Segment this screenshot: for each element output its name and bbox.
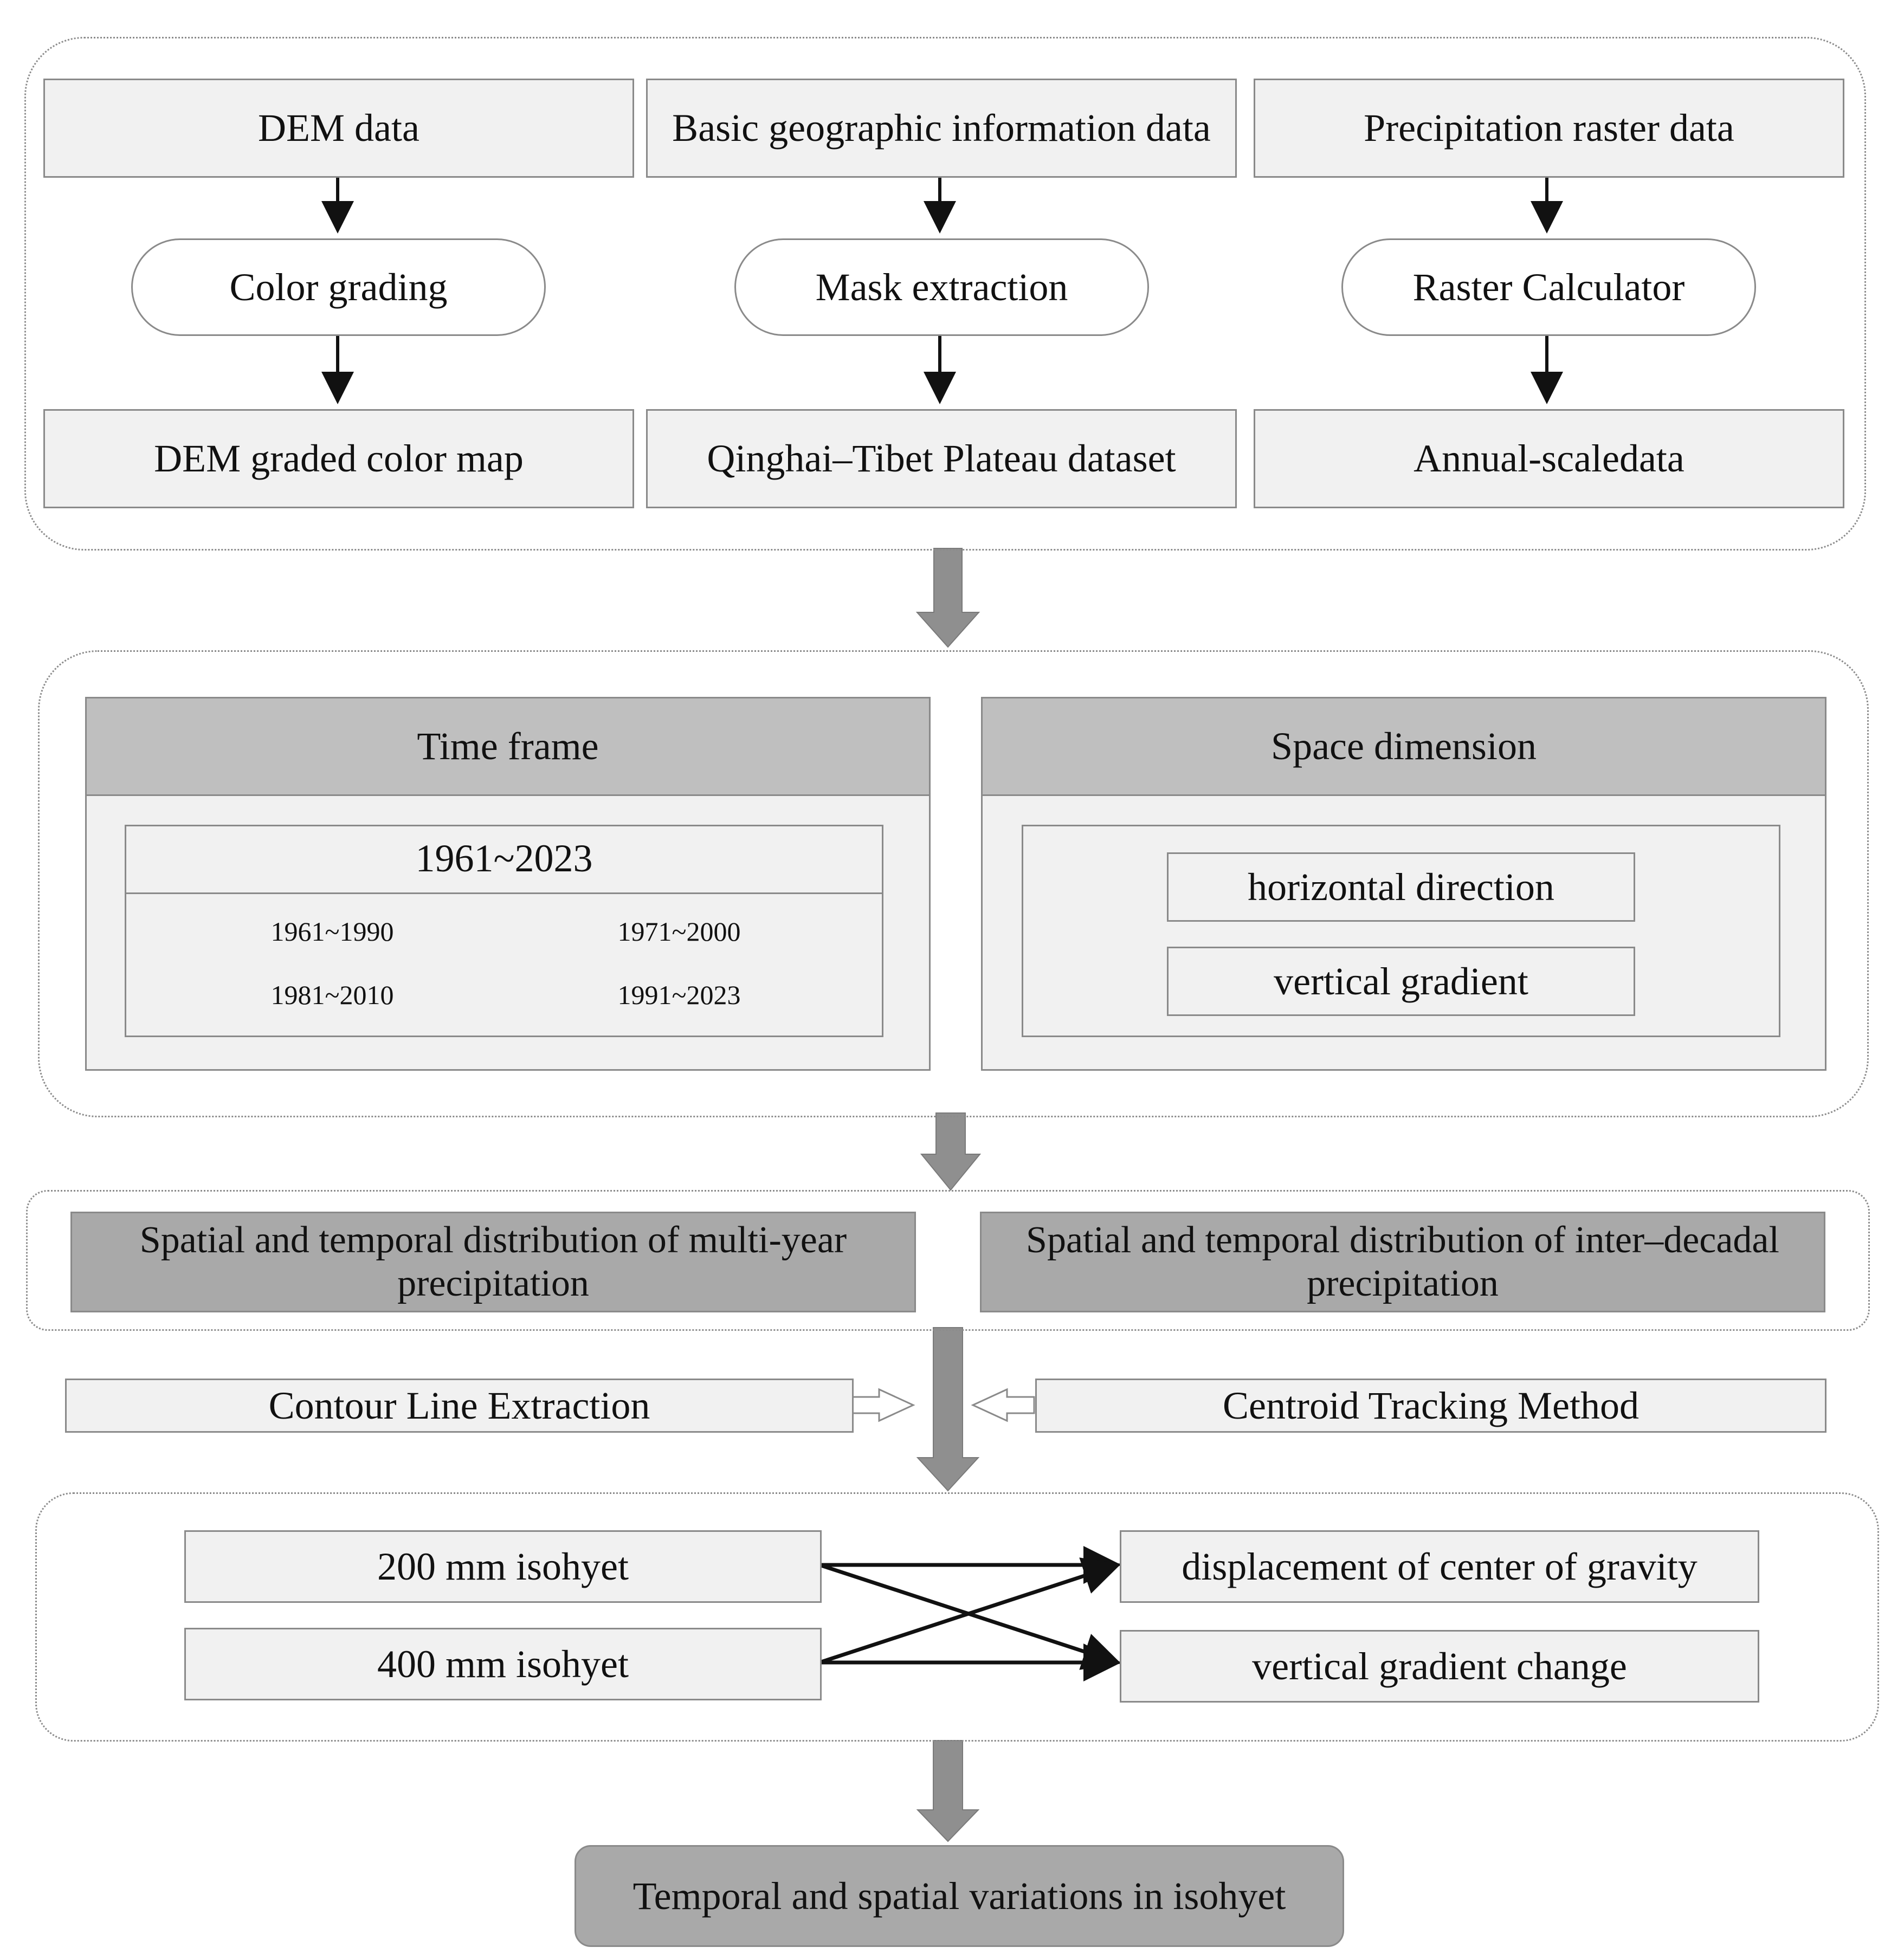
- result-box: Temporal and spatial variations in isohy…: [575, 1845, 1344, 1947]
- mask-extraction-process: Mask extraction: [734, 238, 1149, 336]
- plateau-dataset-box: Qinghai–Tibet Plateau dataset: [646, 409, 1237, 508]
- centroid-tracking-box: Centroid Tracking Method: [1035, 1379, 1826, 1433]
- block-arrow-2: [920, 1112, 982, 1191]
- precip-data-box: Precipitation raster data: [1254, 79, 1844, 178]
- arrow-400-to-displacement: [818, 1557, 1121, 1665]
- dimension-group: [38, 650, 1869, 1117]
- block-arrow-4: [916, 1740, 980, 1842]
- hollow-arrows: [851, 1388, 1035, 1422]
- step-arrows-section1: [321, 178, 1563, 404]
- inter-decadal-distribution-box: Spatial and temporal distribution of int…: [980, 1212, 1825, 1312]
- isohyet-200-box: 200 mm isohyet: [184, 1530, 822, 1603]
- horizontal-direction-box: horizontal direction: [1167, 852, 1635, 922]
- input-group: [24, 37, 1866, 551]
- vertical-gradient-change-box: vertical gradient change: [1120, 1630, 1759, 1703]
- period-label-2: 1971~2000: [617, 916, 741, 947]
- block-arrow-3: [916, 1327, 980, 1492]
- distribution-group: [26, 1190, 1870, 1331]
- isohyet-400-box: 400 mm isohyet: [184, 1628, 822, 1700]
- hollow-arrow-left: [971, 1388, 1035, 1422]
- block-arrow-1: [915, 548, 980, 648]
- time-frame-header: Time frame: [85, 697, 931, 796]
- dem-data-box: DEM data: [43, 79, 634, 178]
- dem-color-map-box: DEM graded color map: [43, 409, 634, 508]
- vertical-gradient-box: vertical gradient: [1167, 947, 1635, 1016]
- period-label-4: 1991~2023: [617, 980, 741, 1011]
- cross-arrows: [818, 1546, 1121, 1681]
- period-label-3: 1981~2010: [270, 980, 394, 1011]
- period-label-1: 1961~1990: [270, 916, 394, 947]
- block-arrows: [915, 548, 982, 1842]
- hollow-arrow-right: [851, 1388, 915, 1422]
- displacement-gravity-box: displacement of center of gravity: [1120, 1530, 1759, 1603]
- geo-data-box: Basic geographic information data: [646, 79, 1237, 178]
- time-range-box: [125, 825, 883, 1037]
- color-grading-process: Color grading: [131, 238, 546, 336]
- contour-extraction-box: Contour Line Extraction: [65, 1379, 854, 1433]
- analysis-group: [35, 1492, 1879, 1742]
- time-range-label: 1961~2023: [125, 825, 883, 894]
- raster-calculator-process: Raster Calculator: [1341, 238, 1756, 336]
- space-dimension-header: Space dimension: [981, 697, 1826, 796]
- multi-year-distribution-box: Spatial and temporal distribution of mul…: [70, 1212, 916, 1312]
- annual-scale-data-box: Annual-scaledata: [1254, 409, 1844, 508]
